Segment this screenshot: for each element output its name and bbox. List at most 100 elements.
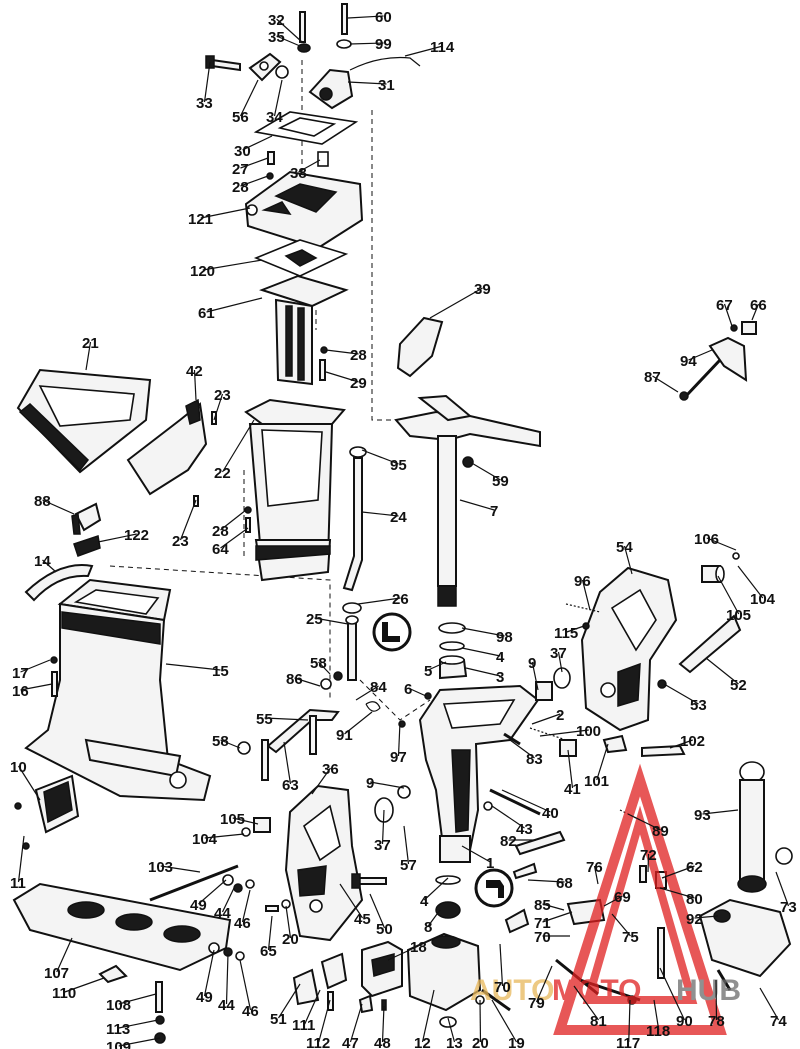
callout-leader-line	[325, 371, 359, 383]
callout-5: 5	[424, 661, 447, 680]
callout-number: 36	[322, 761, 339, 778]
callout-leader-line	[461, 627, 505, 637]
callout-number: 114	[430, 39, 455, 56]
cover-plate-10	[34, 774, 80, 834]
bushing-9-right	[535, 681, 553, 701]
nut-44a	[233, 883, 243, 893]
callout-79: 79	[528, 965, 553, 1012]
callout-leader-line	[283, 741, 292, 785]
callout-number: 109	[106, 1039, 131, 1049]
rod-52	[678, 614, 742, 674]
washer-4-lower	[435, 875, 461, 885]
callout-number: 58	[212, 733, 229, 750]
pad-111	[320, 952, 348, 990]
callout-41: 41	[564, 749, 581, 798]
callout-number: 73	[780, 899, 797, 916]
callout-number: 29	[350, 375, 367, 392]
callout-leader-line	[775, 871, 790, 907]
callout-108: 108	[106, 993, 157, 1014]
callout-leader-line	[661, 865, 695, 879]
callout-118: 118	[646, 999, 670, 1040]
callout-25: 25	[306, 611, 349, 628]
callout-leader-line	[267, 915, 273, 951]
callout-number: 46	[242, 1003, 259, 1020]
callout-89: 89	[627, 813, 669, 840]
callout-6: 6	[404, 681, 427, 698]
callout-leader-line	[347, 15, 384, 19]
callout-leader-line	[527, 879, 565, 883]
callout-leader-line	[369, 893, 386, 929]
callout-7: 7	[459, 499, 498, 520]
callout-106: 106	[694, 531, 737, 551]
callout-28: 28	[325, 347, 367, 364]
callout-leader-line	[705, 657, 739, 685]
callout-21: 21	[82, 335, 99, 371]
callout-number: 14	[34, 553, 51, 570]
callout-leader-line	[220, 739, 241, 749]
callout-number: 48	[374, 1035, 391, 1049]
callout-number: 30	[234, 143, 251, 160]
callout-number: 67	[716, 297, 733, 314]
callout-leader-line	[20, 659, 51, 673]
bolt-45	[351, 873, 387, 889]
callout-number: 27	[232, 161, 249, 178]
nut-58-top	[333, 671, 343, 681]
callout-leader-line	[318, 661, 331, 675]
callout-86: 86	[286, 671, 321, 688]
callout-11: 11	[10, 835, 26, 892]
callout-30: 30	[234, 135, 273, 160]
callout-17: 17	[12, 659, 51, 682]
watermark-word-hub: HUB	[676, 974, 741, 1007]
tilt-lock-parts	[504, 809, 667, 934]
callout-number: 21	[82, 335, 99, 352]
callout-number: 39	[474, 281, 491, 298]
callout-55: 55	[256, 711, 309, 728]
callout-number: 88	[34, 493, 51, 510]
callout-leader-line	[285, 905, 292, 939]
callout-65: 65	[260, 915, 277, 960]
tilt-support-92	[698, 898, 792, 991]
callout-leader-line	[659, 887, 695, 899]
callout-leader-line	[298, 159, 321, 173]
callout-95: 95	[361, 449, 407, 474]
callout-number: 20	[282, 931, 299, 948]
callout-leader-line	[314, 617, 349, 625]
callout-leader-line	[20, 683, 53, 691]
callout-number: 44	[214, 905, 231, 922]
callout-107: 107	[44, 937, 73, 982]
callout-number: 117	[616, 1035, 640, 1049]
callout-78: 78	[708, 979, 725, 1030]
steering-shaft-7	[394, 394, 541, 607]
watermark-word-auto: AUTO	[470, 974, 554, 1007]
callout-number: 107	[44, 965, 69, 982]
callout-49: 49	[196, 949, 215, 1006]
callout-105: 105	[717, 575, 751, 624]
callout-leader-line	[17, 765, 41, 801]
callout-leader-line	[387, 945, 419, 961]
callout-24: 24	[361, 509, 407, 526]
callout-12: 12	[414, 989, 435, 1049]
callout-number: 37	[374, 837, 391, 854]
callout-number: 26	[392, 591, 409, 608]
callout-leader-line	[370, 781, 405, 789]
callout-122: 122	[97, 527, 149, 544]
callout-leader-line	[56, 937, 73, 973]
seal-strip-14	[24, 564, 94, 602]
callout-number: 12	[414, 1035, 431, 1049]
callout-number: 72	[640, 847, 657, 864]
callout-leader-line	[203, 61, 211, 103]
bushing-3-stack	[438, 622, 468, 680]
callout-number: 90	[676, 1013, 693, 1030]
callout-leader-line	[447, 1017, 456, 1043]
bolt-33	[205, 55, 241, 72]
callout-leader-line	[294, 677, 321, 687]
clip-110	[98, 964, 128, 984]
callout-117: 117	[616, 999, 640, 1049]
callout-110: 110	[52, 977, 105, 1002]
callout-leader-line	[241, 889, 251, 923]
callout-15: 15	[165, 663, 229, 680]
screw-28-lower	[244, 506, 252, 514]
callout-56: 56	[232, 79, 259, 126]
callout-leader-line	[198, 879, 227, 905]
